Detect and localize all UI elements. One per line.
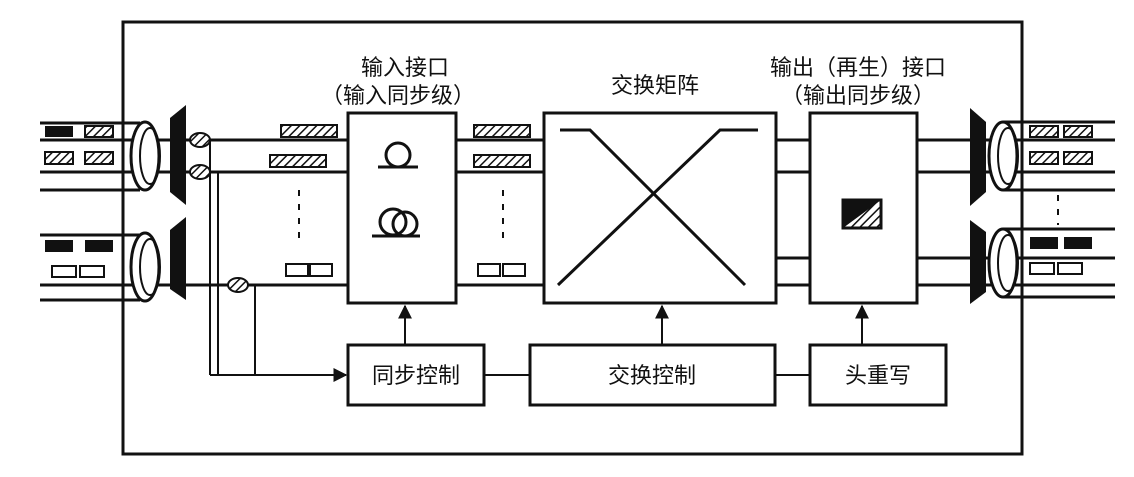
header-rewrite-box	[808, 343, 948, 407]
control-links	[398, 304, 869, 376]
buffer-icons	[372, 141, 420, 238]
output-interface-label: 输出（再生）接口	[770, 56, 946, 81]
output-fiber-upper	[970, 108, 1115, 206]
output-fiber-lower	[970, 195, 1115, 304]
optical-taps	[189, 132, 249, 293]
input-interface-box	[346, 111, 458, 305]
input-fiber-lower	[40, 217, 186, 303]
sync-tap-lines	[209, 140, 348, 382]
sync-control-box	[346, 343, 486, 407]
header-rewrite-label: 头重写	[845, 364, 911, 389]
regenerator-icon	[841, 198, 883, 230]
input-sync-level-label: （输入同步级）	[321, 84, 475, 109]
sync-control-label: 同步控制	[372, 364, 460, 389]
cells-between-input-matrix	[473, 124, 531, 277]
switch-control-box	[528, 343, 777, 407]
switch-matrix-label: 交换矩阵	[611, 74, 699, 99]
output-sync-level-label: （输出同步级）	[781, 84, 935, 109]
switch-enclosure	[121, 20, 1024, 456]
cells-before-input	[269, 124, 338, 277]
input-interface-label: 输入接口	[361, 56, 449, 81]
switch-control-label: 交换控制	[608, 364, 696, 389]
crossbar-lines	[556, 128, 758, 287]
input-cells-left	[44, 125, 114, 278]
input-fiber-upper	[40, 105, 186, 205]
switch-matrix-box	[542, 111, 778, 305]
